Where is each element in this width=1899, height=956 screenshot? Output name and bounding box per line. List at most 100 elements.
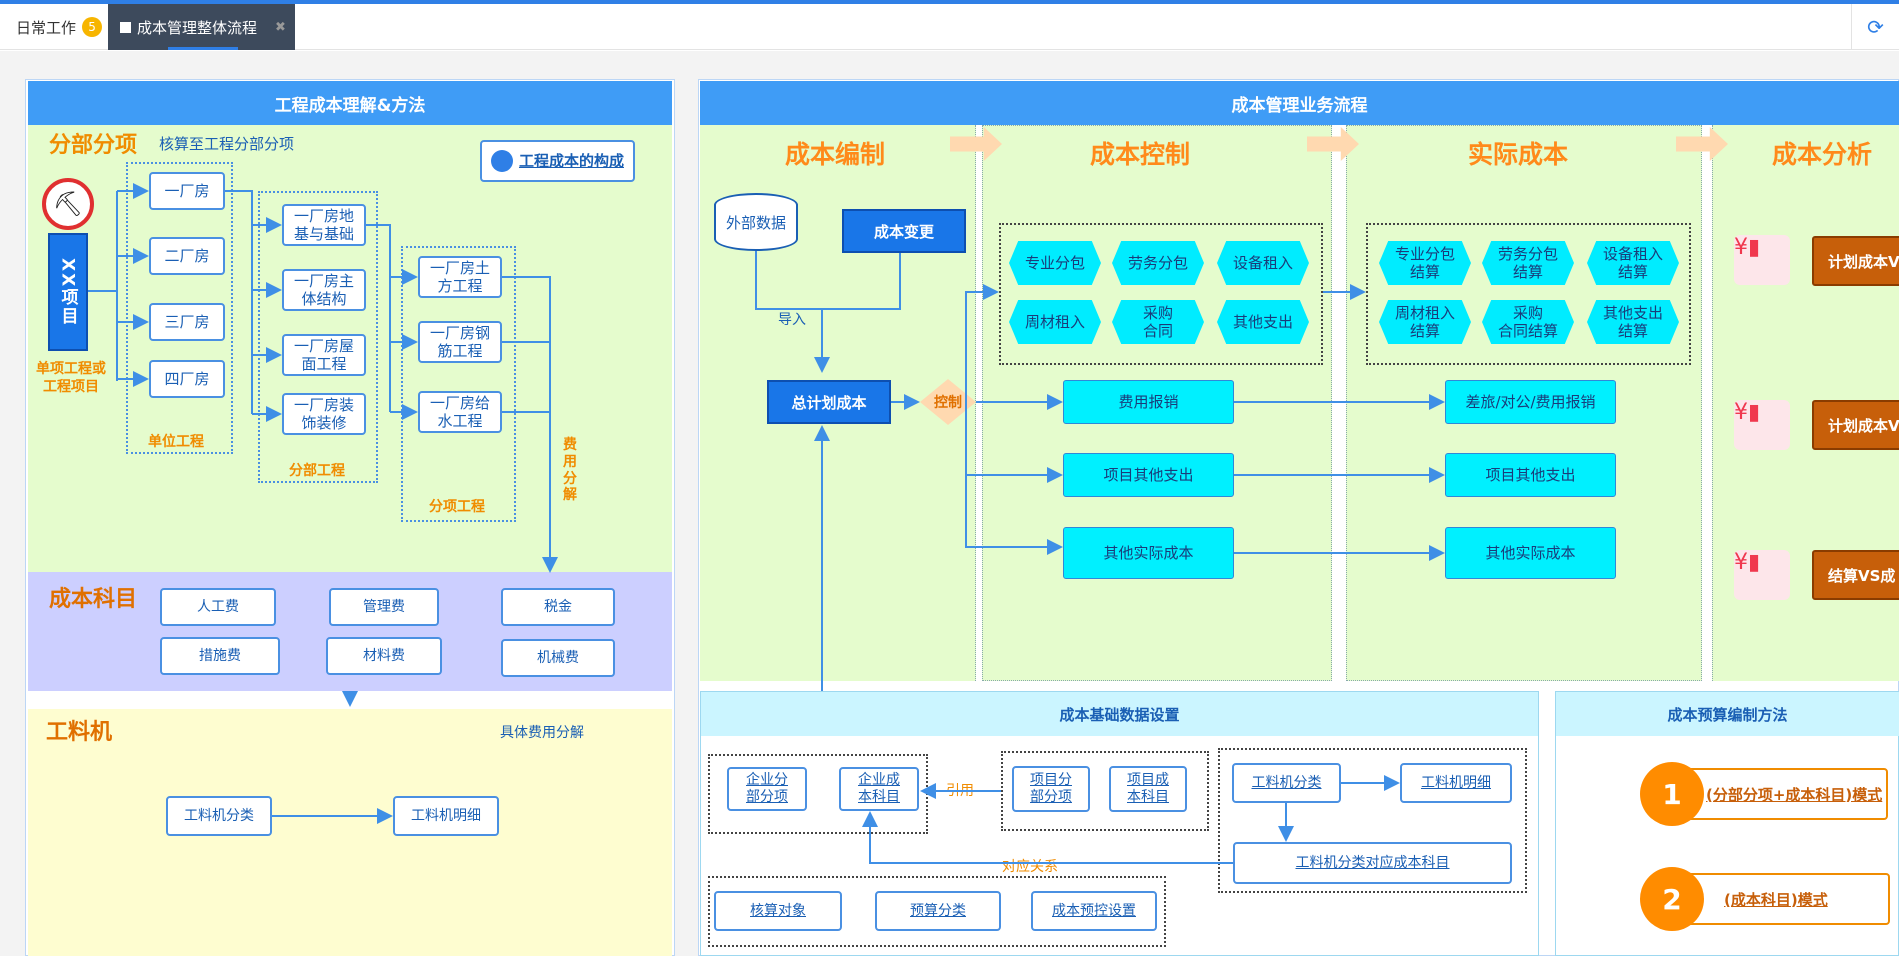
project-block[interactable]: XX项目 [48,233,88,351]
actual-item[interactable]: 设备租入 结算 [1587,241,1679,285]
item-box[interactable]: 一厂房钢筋工程 [418,321,502,363]
item-box[interactable]: 一厂房给水工程 [418,391,502,433]
project-box[interactable]: 项目成 本科目 [1109,766,1187,812]
cost-composition-button[interactable]: 工程成本的构成 [480,140,635,182]
control-item[interactable]: 采购 合同 [1112,300,1204,344]
stage-title: 成本分析 [1772,140,1873,169]
composition-label: 工程成本的构成 [518,152,624,170]
actual-items-group [1366,223,1691,365]
unit-box[interactable]: 二厂房 [149,237,225,275]
subject-box[interactable]: 管理费 [329,588,439,626]
stage-title: 成本控制 [1090,140,1191,169]
cost-change-block[interactable]: 成本变更 [842,209,966,253]
subject-box[interactable]: 机械费 [501,639,615,677]
enterprise-box[interactable]: 企业分 部分项 [727,767,807,811]
tab-bar: 日常工作 5 成本管理整体流程 ✖ ⟳ [0,4,1899,50]
cost-split-label: 费用分解 [563,437,577,504]
project-caption: 单项工程或工程项目 [36,361,106,395]
control-bar[interactable]: 其他实际成本 [1063,527,1234,579]
control-item[interactable]: 周材租入 [1009,300,1101,344]
fenbu-subtitle: 核算至工程分部分项 [159,135,295,153]
subdivision-box[interactable]: 一厂房装饰装修 [282,393,366,435]
actual-bar[interactable]: 差旅/对公/费用报销 [1445,380,1616,424]
glj-class-box[interactable]: 工料机分类 [1232,763,1341,803]
actual-bar[interactable]: 其他实际成本 [1445,527,1616,579]
subdivision-box[interactable]: 一厂房主体结构 [282,269,366,311]
item-box[interactable]: 一厂房土方工程 [418,256,502,298]
analysis-chart-icon: ¥▮ [1734,235,1790,285]
actual-item[interactable]: 周材租入 结算 [1379,300,1471,344]
control-item[interactable]: 专业分包 [1009,241,1101,285]
unit-box[interactable]: 三厂房 [149,303,225,341]
subdivision-box[interactable]: 一厂房地基与基础 [282,204,366,246]
control-bar[interactable]: 项目其他支出 [1063,453,1234,497]
subjects-title: 成本科目 [49,587,138,612]
budget-mode-link[interactable]: (分部分项+成本科目)模式 [1680,768,1888,820]
refresh-icon[interactable]: ⟳ [1851,4,1899,50]
glj-section [28,709,672,956]
unit-box[interactable]: 四厂房 [149,360,225,398]
subdivisions-group [258,191,378,483]
bottom-group [708,876,1166,947]
project-box[interactable]: 项目分 部分项 [1012,766,1090,812]
stage-title: 成本编制 [785,140,886,169]
control-label: 控制 [934,395,962,411]
control-item[interactable]: 设备租入 [1217,241,1309,285]
glj-detail-box[interactable]: 工料机明细 [1400,763,1512,803]
database-icon[interactable]: 外部数据 [714,193,798,251]
analysis-chart-icon: ¥▮ [1734,550,1790,600]
actual-item[interactable]: 采购 合同结算 [1482,300,1574,344]
close-icon[interactable]: ✖ [275,19,286,35]
stage-title: 实际成本 [1468,140,1569,169]
budget-category-box[interactable]: 预算分类 [875,891,1001,931]
cost-precontrol-box[interactable]: 成本预控设置 [1031,891,1157,931]
control-bar[interactable]: 费用报销 [1063,380,1234,424]
subject-box[interactable]: 税金 [501,588,615,626]
subject-box[interactable]: 材料费 [326,637,442,675]
items-caption: 分项工程 [429,499,485,515]
tab-label: 日常工作 [16,18,77,37]
glj-map-box[interactable]: 工料机分类对应成本科目 [1233,842,1512,884]
tab-active-indicator [168,47,238,50]
analysis-button[interactable]: 结算VS成 [1812,550,1899,600]
tab-cost-flow[interactable]: 成本管理整体流程 ✖ [108,4,295,50]
import-label: 导入 [778,309,806,329]
actual-item[interactable]: 劳务分包 结算 [1482,241,1574,285]
external-data-label: 外部数据 [725,213,786,232]
document-icon [120,21,131,33]
glj-class-box[interactable]: 工料机分类 [166,796,272,836]
actual-bar[interactable]: 项目其他支出 [1445,453,1616,497]
subdivision-box[interactable]: 一厂房屋面工程 [282,334,366,376]
connector-overlay [88,183,1445,864]
units-caption: 单位工程 [148,434,204,450]
actual-item[interactable]: 专业分包 结算 [1379,241,1471,285]
unit-box[interactable]: 一厂房 [149,172,225,210]
enterprise-box[interactable]: 企业成 本科目 [839,767,919,811]
left-header: 工程成本理解&方法 [28,81,672,125]
subject-box[interactable]: 措施费 [160,637,280,675]
top-accent-bar [0,0,1899,4]
flow-canvas: 工程成本理解&方法 分部分项 核算至工程分部分项 工程成本的构成 ⛏ XX项目 … [0,51,1899,956]
analysis-button[interactable]: 计划成本VS [1812,236,1899,286]
project-label: XX项目 [57,257,78,327]
tab-label: 成本管理整体流程 [137,18,258,37]
tab-daily-work[interactable]: 日常工作 5 [0,4,108,50]
budget-mode-label: (成本科目)模式 [1724,890,1828,909]
accounting-object-box[interactable]: 核算对象 [714,891,842,931]
construction-sign-icon: ⛏ [42,178,94,230]
fenbu-title: 分部分项 [49,133,138,158]
control-item[interactable]: 劳务分包 [1112,241,1204,285]
control-item[interactable]: 其他支出 [1217,300,1309,344]
glj-subtitle: 具体费用分解 [500,725,584,741]
actual-item[interactable]: 其他支出 结算 [1587,300,1679,344]
analysis-chart-icon: ¥▮ [1734,400,1790,450]
budget-mode-link[interactable]: (成本科目)模式 [1680,873,1890,925]
subdivisions-caption: 分部工程 [289,463,345,479]
glj-detail-box[interactable]: 工料机明细 [393,796,499,836]
basic-data-header: 成本基础数据设置 [701,692,1538,736]
analysis-button[interactable]: 计划成本VS [1812,400,1899,450]
total-plan-cost-block[interactable]: 总计划成本 [767,380,891,424]
worker-icon [490,150,513,172]
subject-box[interactable]: 人工费 [160,588,276,626]
glj-group [1218,748,1527,893]
